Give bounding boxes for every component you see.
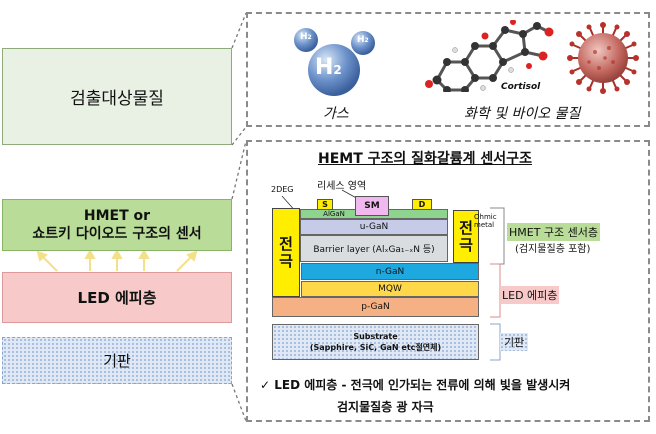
led-epi-label: LED 에피층 (77, 289, 157, 307)
bio-chemical-label: 화학 및 바이오 물질 (464, 106, 581, 122)
hmet-sensor-layer-label: HMET 구조 센서층 (507, 223, 601, 241)
left-electrode: 전극 (272, 208, 300, 297)
sensing-material-contact: SM (355, 196, 389, 216)
substrate-box: 기판 (2, 337, 232, 384)
right-electrode: 전극 (453, 210, 479, 263)
sensor-label-line1: HMET or (83, 208, 151, 224)
label-2deg: 2DEG (271, 185, 294, 194)
layer-barrier: Barrier layer (AlₓGa₁₋ₓN 등) (300, 235, 448, 262)
layer-ugan: u-GaN (300, 219, 448, 235)
hydrogen-molecules-icon (294, 28, 375, 96)
h2-small-symbol-left: H2 (300, 32, 312, 42)
h2-small-symbol-right: H2 (357, 35, 369, 45)
hemt-structure-frame (246, 140, 650, 422)
cortisol-molecule-icon (425, 20, 554, 92)
ohmic-metal-label: Ohmic metal (474, 213, 497, 229)
detection-target-box: 검출대상물질 (2, 48, 232, 145)
layer-ngan: n-GaN (301, 263, 479, 280)
substrate-label: 기판 (103, 352, 131, 370)
led-note-line2: 검지물질층 광 자극 (337, 400, 434, 414)
substrate-side-label: 기판 (500, 333, 529, 351)
virus-icon (567, 22, 639, 94)
sensor-label-line2: 쇼트키 다이오드 구조의 센서 (32, 226, 202, 242)
cortisol-label: Cortisol (501, 82, 541, 92)
hmet-sensor-layer-sublabel: (검지물질층 포함) (515, 244, 591, 255)
light-emission-arrows (36, 251, 198, 272)
sensor-layer-box: HMET or 쇼트키 다이오드 구조의 센서 (2, 199, 232, 251)
layer-substrate: Substrate (Sapphire, SiC, GaN etc절연체) (272, 324, 479, 360)
drain-contact: D (412, 199, 432, 210)
led-epi-side-label: LED 에피층 (500, 286, 560, 304)
gas-label: 가스 (323, 106, 349, 122)
hemt-title: HEMT 구조의 질화갈륨계 센서구조 (318, 151, 532, 167)
led-epi-box: LED 에피층 (2, 272, 232, 323)
detection-target-label: 검출대상물질 (70, 89, 164, 109)
led-note-line1: ✓ LED 에피층 - 전극에 인가되는 전류에 의해 빛을 발생시켜 (260, 378, 571, 392)
layer-pgan: p-GaN (272, 297, 479, 317)
source-contact: S (317, 199, 333, 210)
label-recess: 리세스 영역 (317, 181, 367, 192)
detection-targets-frame (246, 12, 650, 127)
layer-mqw: MQW (301, 281, 479, 297)
h2-symbol: H2 (315, 55, 342, 80)
